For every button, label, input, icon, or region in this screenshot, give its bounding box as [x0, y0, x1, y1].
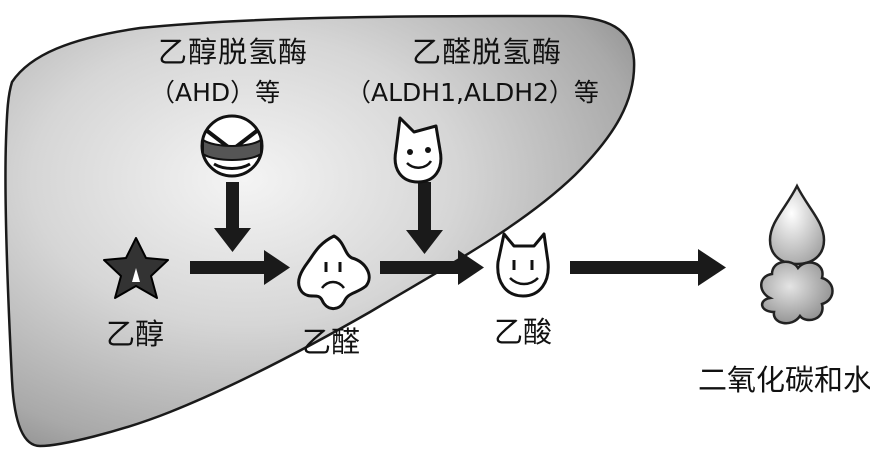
ahd-enzyme-name: 乙醇脱氢酶 [158, 35, 309, 69]
aldh-enzyme-abbr: （ALDH1,ALDH2）等 [346, 78, 599, 107]
blob-face-icon [297, 234, 371, 310]
visor-face-icon [200, 114, 264, 178]
ahd-down-arrow [214, 182, 251, 252]
drop-and-cloud-icon [760, 183, 834, 325]
aldh-down-arrow [406, 182, 443, 254]
ethanol-label: 乙醇 [106, 317, 165, 351]
acetaldehyde-to-acetic-acid-arrow [380, 250, 484, 285]
star-icon [103, 237, 169, 299]
acetaldehyde-label: 乙醛 [302, 325, 361, 359]
ethanol-to-acetaldehyde-arrow [190, 250, 290, 285]
co2-cloud-icon [760, 260, 834, 325]
acetic-acid-label: 乙酸 [494, 315, 553, 349]
cat-face-icon [496, 232, 550, 298]
products-label: 二氧化碳和水 [698, 363, 870, 397]
ahd-enzyme-abbr: （AHD）等 [150, 78, 281, 107]
aldh-enzyme-name: 乙醛脱氢酶 [412, 35, 563, 69]
water-drop-icon [768, 183, 826, 266]
acetic-acid-to-products-arrow [570, 249, 726, 286]
cat-face-icon [393, 116, 443, 184]
